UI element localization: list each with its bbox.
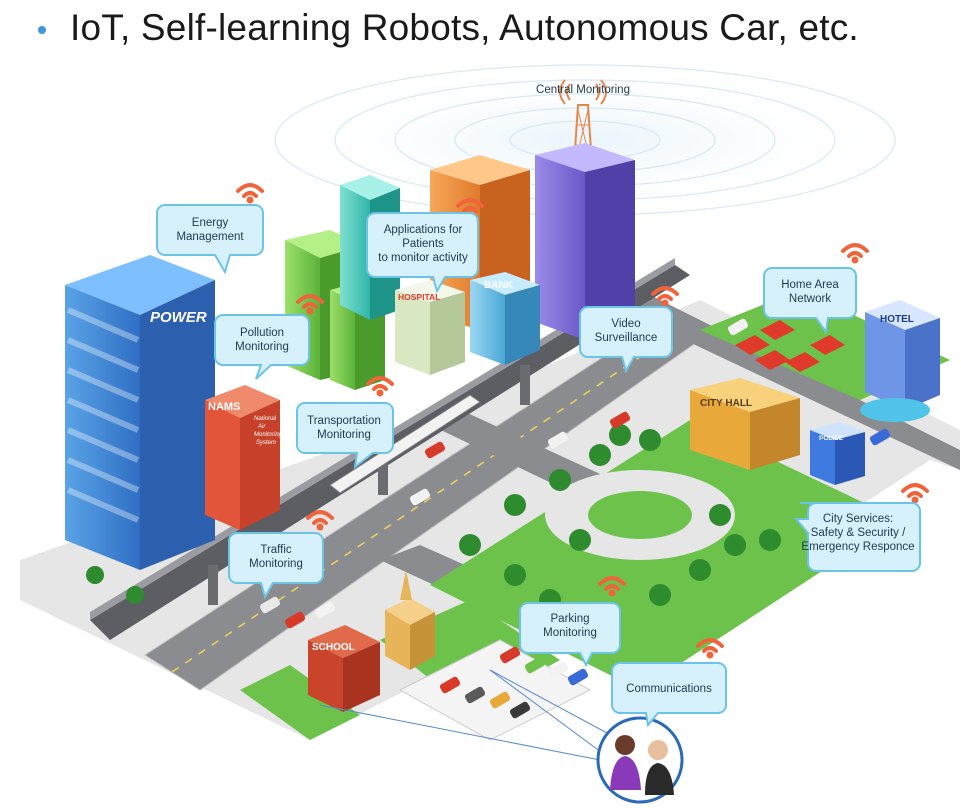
bank-sign: BANK xyxy=(484,280,514,291)
callout-energy-line2: Management xyxy=(176,231,244,243)
power-building: POWER xyxy=(65,255,215,570)
callout-pollution-line1: Pollution xyxy=(240,327,284,339)
hospital-sign: HOSPITAL xyxy=(398,292,440,302)
central-tower-label: Central Monitoring xyxy=(536,84,630,96)
callout-patients-line1: Applications for xyxy=(384,224,463,236)
nams-sub-2: Air xyxy=(257,424,266,430)
trees xyxy=(86,424,781,611)
power-sign: POWER xyxy=(150,309,207,326)
callout-communications-line1: Communications xyxy=(626,683,712,695)
communication-lines xyxy=(319,669,621,761)
callout-patients-line3: to monitor activity xyxy=(378,252,468,264)
callout-city-services: City Services: Safety & Security / Emerg… xyxy=(793,502,921,572)
city-hall-building: CITY HALL xyxy=(690,378,800,470)
wifi-signal-icons xyxy=(236,183,929,659)
callout-home: Home Area Network xyxy=(763,267,857,335)
city-hall-sign: CITY HALL xyxy=(700,398,752,409)
callout-city-services-line1: City Services: xyxy=(823,513,893,525)
bullet-text: IoT, Self-learning Robots, Autonomous Ca… xyxy=(70,7,859,48)
callout-communications: Communications xyxy=(611,662,727,728)
callout-pollution-line2: Monitoring xyxy=(235,341,289,353)
callout-city-services-line2: Safety & Security / xyxy=(811,527,906,539)
nams-sign: NAMS xyxy=(208,401,240,413)
smart-city-illustration: Central Monitoring xyxy=(20,64,960,804)
slide-bullet: IoT, Self-learning Robots, Autonomous Ca… xyxy=(38,2,859,54)
callout-energy-line1: Energy xyxy=(192,217,229,229)
callout-patients-line2: Patients xyxy=(402,238,444,250)
callout-parking-line1: Parking xyxy=(551,613,590,625)
callout-transport-line1: Transportation xyxy=(307,415,381,427)
purple-building xyxy=(535,143,635,340)
hotel-sign: HOTEL xyxy=(880,314,914,325)
hotel-building: HOTEL xyxy=(860,300,940,422)
cars xyxy=(259,318,891,719)
people-avatar xyxy=(596,716,684,804)
callout-transport-line2: Monitoring xyxy=(317,429,371,441)
callout-traffic-line2: Monitoring xyxy=(249,558,303,570)
callout-video: Video Surveillance xyxy=(579,306,673,374)
callout-traffic: Traffic Monitoring xyxy=(228,532,324,600)
bullet-dot xyxy=(38,26,46,34)
callout-parking-line2: Monitoring xyxy=(543,627,597,639)
callout-home-line1: Home Area xyxy=(781,279,839,291)
callout-home-line2: Network xyxy=(789,293,831,305)
callout-video-line1: Video xyxy=(611,318,640,330)
callout-parking: Parking Monitoring xyxy=(519,602,621,668)
nams-sub-4: System xyxy=(256,440,276,446)
callout-video-line2: Surveillance xyxy=(595,332,658,344)
nams-sub-1: National xyxy=(254,416,277,422)
callout-pollution: Pollution Monitoring xyxy=(214,314,310,380)
school-sign: SCHOOL xyxy=(312,642,355,653)
police-building: POLICE xyxy=(810,422,865,485)
callout-patients: Applications for Patients to monitor act… xyxy=(366,212,479,294)
callout-traffic-line1: Traffic xyxy=(260,544,292,556)
police-sign: POLICE xyxy=(819,435,844,442)
houses xyxy=(735,320,845,372)
bank-building: BANK xyxy=(470,272,540,365)
callout-transport: Transportation Monitoring xyxy=(296,402,394,470)
nams-sub-3: Monitoring xyxy=(254,432,283,438)
callout-city-services-line3: Emergency Responce xyxy=(801,541,914,553)
callout-energy: Energy Management xyxy=(156,204,264,275)
school-and-church: SCHOOL xyxy=(308,570,435,712)
hospital-building: HOSPITAL xyxy=(395,280,465,375)
nams-building: NAMS National Air Monitoring System xyxy=(205,385,283,530)
